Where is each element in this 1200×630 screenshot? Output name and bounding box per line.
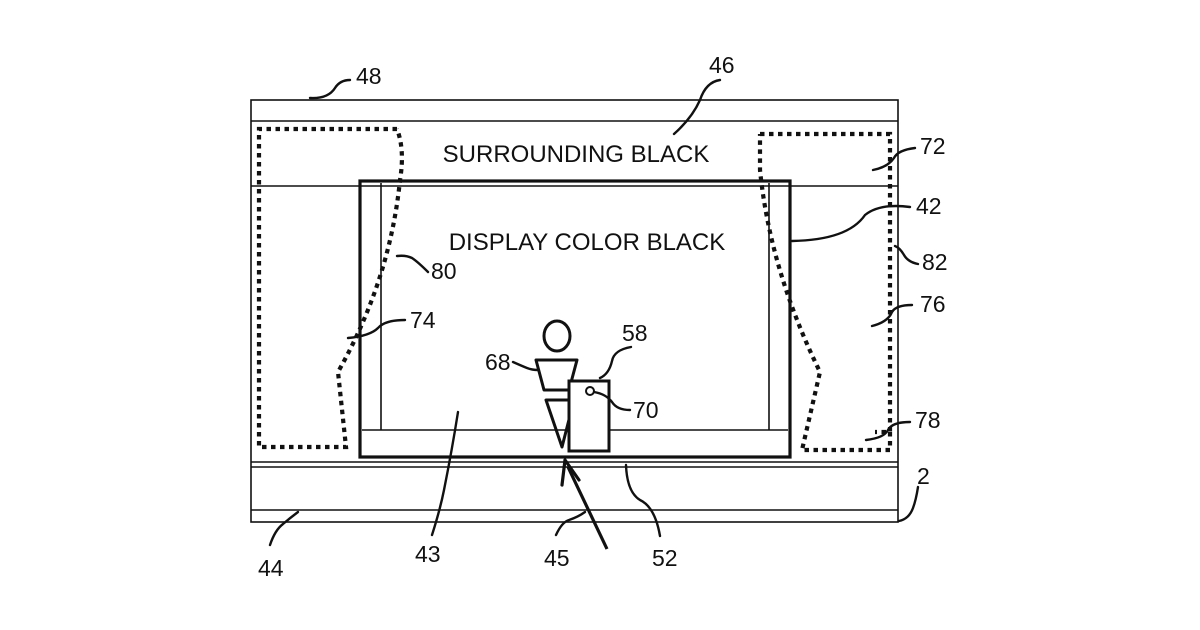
leader-58 xyxy=(600,347,631,378)
ref-2: 2 xyxy=(917,463,930,489)
leader-42 xyxy=(792,206,910,241)
leader-2 xyxy=(899,487,918,521)
ref-44: 44 xyxy=(258,555,284,581)
caption-display-color-black: DISPLAY COLOR BLACK xyxy=(449,229,726,256)
viewing-arrow xyxy=(562,460,607,549)
leader-46 xyxy=(674,80,720,134)
ref-52: 52 xyxy=(652,545,678,571)
leader-52 xyxy=(626,465,660,536)
leader-78 xyxy=(866,422,910,440)
presenter-figure xyxy=(536,321,609,451)
ref-70: 70 xyxy=(633,397,659,423)
leader-80 xyxy=(397,256,428,272)
ref-43: 43 xyxy=(415,541,441,567)
presenter-head xyxy=(544,321,570,351)
arrow-shaft xyxy=(568,467,607,549)
podium xyxy=(569,381,609,451)
leader-72 xyxy=(873,148,915,170)
ref-48: 48 xyxy=(356,63,382,89)
leader-44 xyxy=(270,512,298,545)
ref-78: 78 xyxy=(915,407,941,433)
leader-68 xyxy=(513,362,538,370)
ref-76: 76 xyxy=(920,291,946,317)
ref-74: 74 xyxy=(410,307,436,333)
ref-80: 80 xyxy=(431,258,457,284)
ref-45: 45 xyxy=(544,545,570,571)
ref-68: 68 xyxy=(485,349,511,375)
ref-72: 72 xyxy=(920,133,946,159)
ref-58: 58 xyxy=(622,320,648,346)
caption-surrounding-black: SURROUNDING BLACK xyxy=(443,141,710,168)
leader-45 xyxy=(556,512,585,535)
ref-82: 82 xyxy=(922,249,948,275)
leader-48 xyxy=(310,80,350,98)
ref-46: 46 xyxy=(709,52,735,78)
ref-42: 42 xyxy=(916,193,942,219)
